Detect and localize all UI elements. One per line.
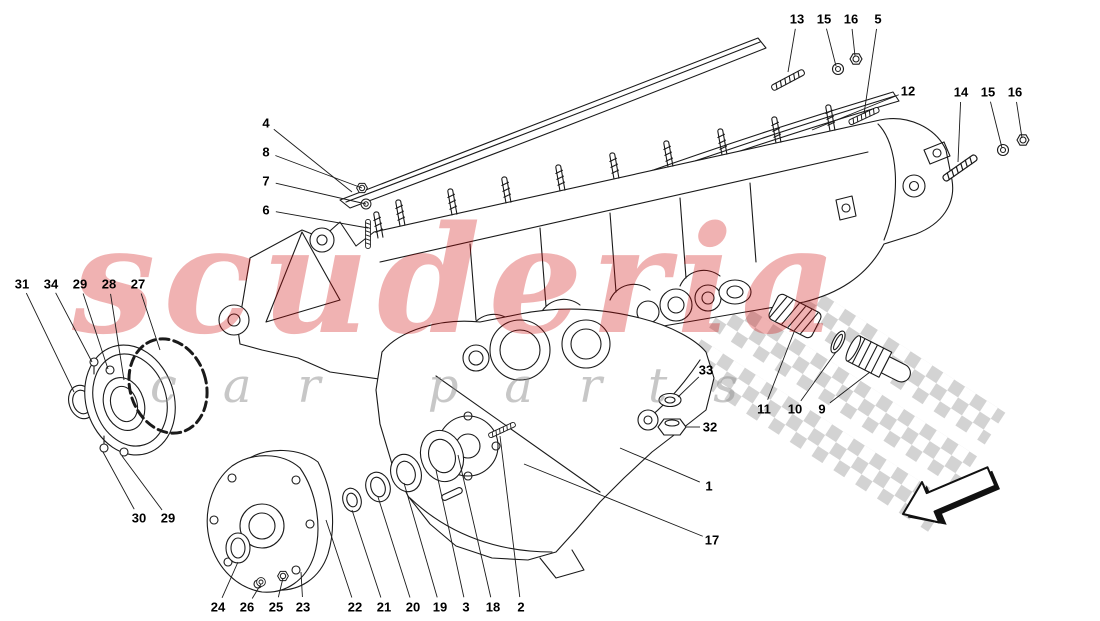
callout-label-6: 6	[262, 203, 269, 218]
callout-leader-3	[435, 469, 465, 598]
bearing-stack	[342, 429, 465, 513]
o-ring	[830, 330, 846, 354]
callout-leader-28	[110, 293, 125, 381]
callout-label-4: 4	[262, 116, 270, 131]
callout-label-24: 24	[211, 600, 226, 615]
callout-label-20: 20	[406, 600, 420, 615]
callout-label-8: 8	[262, 145, 269, 160]
callout-leader-13	[787, 28, 796, 73]
callout-leader-16	[1016, 101, 1023, 139]
callout-leader-5	[863, 28, 877, 115]
spring	[768, 293, 822, 339]
callout-leader-27	[140, 293, 161, 351]
callout-leader-22	[325, 519, 353, 598]
callout-label-23: 23	[296, 600, 310, 615]
callout-label-15: 15	[817, 12, 831, 27]
nut-16b	[1016, 134, 1030, 146]
callout-leader-20	[377, 496, 411, 598]
callout-leader-24	[221, 561, 239, 599]
callout-label-34: 34	[44, 277, 59, 292]
callout-label-1: 1	[705, 479, 712, 494]
callout-label-27: 27	[131, 277, 145, 292]
callout-label-26: 26	[240, 600, 254, 615]
callout-leader-15	[989, 101, 1003, 149]
callout-label-21: 21	[377, 600, 391, 615]
callout-label-22: 22	[348, 600, 362, 615]
callout-label-32: 32	[703, 420, 717, 435]
callout-label-17: 17	[705, 533, 719, 548]
callout-label-11: 11	[757, 402, 771, 417]
callout-label-5: 5	[874, 12, 881, 27]
callout-leader-15	[826, 28, 837, 67]
upper-gasket	[339, 37, 767, 209]
washer-15b	[996, 143, 1010, 157]
main-casing	[218, 103, 954, 381]
callout-leader-12	[811, 94, 899, 131]
callout-leader-14	[957, 101, 962, 163]
callout-label-13: 13	[790, 12, 804, 27]
callout-label-33: 33	[699, 363, 713, 378]
callout-leader-29	[82, 293, 109, 370]
callout-label-31: 31	[15, 277, 29, 292]
lower-casing	[375, 308, 715, 579]
washer-15a	[831, 62, 845, 76]
seal-housing-assembly	[68, 337, 209, 457]
callout-leader-29	[121, 455, 163, 511]
callout-label-29: 29	[161, 511, 175, 526]
callout-label-25: 25	[269, 600, 283, 615]
callout-leader-26	[251, 583, 262, 599]
direction-arrow-icon	[902, 466, 1000, 525]
callout-leader-33	[677, 376, 700, 398]
pump-cover	[206, 455, 319, 593]
stud-13	[770, 68, 806, 92]
callout-leader-4	[273, 128, 353, 193]
callout-leader-18	[457, 454, 492, 598]
callout-label-30: 30	[132, 511, 146, 526]
callout-leader-25	[277, 577, 284, 598]
callout-label-9: 9	[818, 402, 825, 417]
callout-leader-8	[275, 155, 363, 189]
callout-leader-6	[275, 211, 369, 229]
callout-leader-16	[851, 28, 856, 57]
callout-label-15: 15	[981, 85, 995, 100]
callout-label-10: 10	[788, 402, 802, 417]
callout-label-2: 2	[517, 600, 524, 615]
callout-leader-19	[403, 482, 438, 598]
callout-label-3: 3	[462, 600, 469, 615]
callout-leader-21	[351, 509, 382, 598]
sub-watermark: car parts	[150, 358, 784, 414]
nut-32	[657, 418, 687, 436]
callout-leader-9	[829, 371, 871, 404]
callout-leader-23	[300, 571, 303, 598]
callout-leader-2	[499, 435, 521, 598]
nut-16a	[849, 53, 863, 65]
callout-leader-34	[55, 292, 93, 363]
callout-label-14: 14	[954, 85, 969, 100]
callout-leader-10	[800, 351, 837, 402]
callout-label-12: 12	[901, 84, 915, 99]
callout-label-28: 28	[102, 277, 116, 292]
callout-leader-17	[523, 463, 703, 537]
brand-watermark: scuderia	[71, 193, 845, 367]
callout-label-16: 16	[844, 12, 858, 27]
callout-label-19: 19	[433, 600, 447, 615]
drain-plug	[845, 335, 911, 383]
callout-leader-7	[275, 182, 367, 205]
callout-leader-31	[25, 292, 75, 393]
callout-label-7: 7	[262, 174, 269, 189]
callout-leader-30	[102, 451, 135, 510]
callout-label-16: 16	[1008, 85, 1022, 100]
callout-leader-11	[767, 331, 795, 400]
callout-label-29: 29	[73, 277, 87, 292]
washer-33	[658, 392, 682, 408]
callout-leader-1	[619, 447, 700, 483]
callout-label-18: 18	[486, 600, 500, 615]
